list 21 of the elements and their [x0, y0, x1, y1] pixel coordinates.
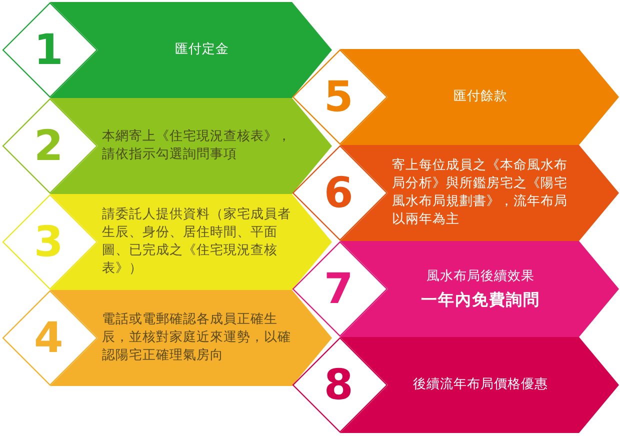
step-text: 請委託人提供資料（家宅成員者生辰、身份、居住時間、平面圖、已完成之《住宅現況查核表》） [102, 206, 292, 278]
step-number: 5 [324, 76, 354, 118]
step-number: 2 [34, 125, 64, 167]
step-banner [292, 49, 619, 145]
step-text: 匯付餘款 [454, 88, 508, 106]
step-banner [292, 241, 619, 337]
step-banner [292, 145, 619, 241]
step-text: 本網寄上《住宅現況查核表》，請依指示勾選詢問事項 [102, 128, 292, 164]
step-text: 匯付定金 [175, 41, 229, 59]
step-text: 電話或電郵確認各成員正確生辰，並核對家庭近來運勢，以確認陽宅正確理氣房向 [102, 311, 292, 365]
step-number: 6 [324, 172, 354, 214]
step-text: 風水布局後續效果 [426, 268, 534, 286]
step-text: 寄上每位成員之《本命風水布局分析》與所鑑房宅之《陽宅風水布局規劃書》，流年布局以兩年為主 [392, 157, 568, 229]
step-text: 一年內免費詢問 [421, 290, 540, 310]
step-number: 7 [324, 268, 354, 310]
step-banner [292, 337, 619, 433]
step-text: 後續流年布局價格優惠 [413, 376, 548, 394]
step-number: 4 [34, 317, 64, 359]
step-number: 8 [324, 364, 354, 406]
step-number: 3 [34, 221, 64, 263]
step-number: 1 [34, 29, 64, 71]
